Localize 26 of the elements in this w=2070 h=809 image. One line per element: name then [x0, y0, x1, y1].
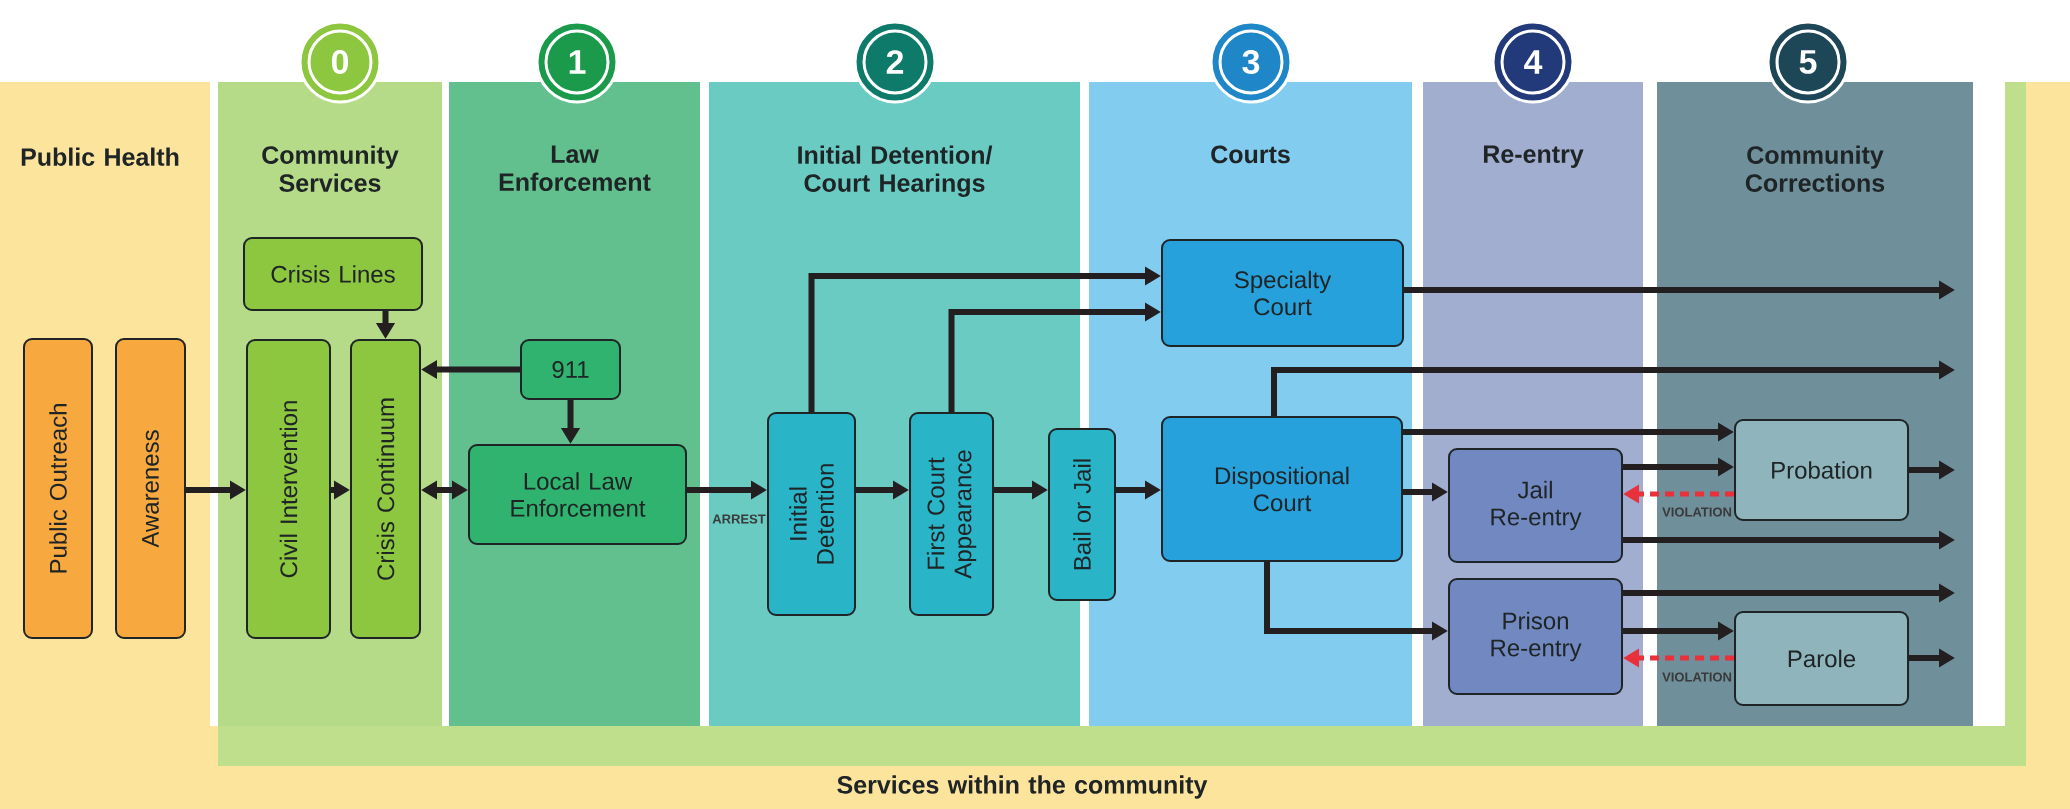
band-heading: Services within the community [837, 775, 1208, 799]
process-box: Bail or Jail [1048, 428, 1116, 601]
edge-label: VIOLATION [1662, 672, 1732, 682]
reentry-box: Jail Re-entry [1448, 448, 1623, 563]
column-heading: Courts [1211, 145, 1290, 164]
process-box: 911 [520, 339, 621, 400]
process-box: Initial Detention [767, 412, 856, 616]
outreach-box: Public Outreach [23, 338, 93, 639]
outreach-box: Awareness [115, 338, 186, 639]
edge-label: VIOLATION [1662, 507, 1732, 517]
corrections-box: Parole [1734, 611, 1909, 706]
column-heading: Community Services [262, 145, 399, 192]
corrections-box: Probation [1734, 419, 1909, 521]
process-box: Local Law Enforcement [468, 444, 687, 545]
service-box: Crisis Continuum [350, 339, 421, 639]
edge-label: ARREST [712, 514, 766, 524]
column-heading: Community Corrections [1745, 145, 1885, 192]
court-box: Specialty Court [1161, 239, 1404, 347]
column-heading: Re-entry [1484, 145, 1584, 168]
court-box: Dispositional Court [1161, 416, 1403, 562]
service-box: Crisis Lines [243, 237, 423, 311]
reentry-box: Prison Re-entry [1448, 578, 1623, 695]
service-box: Civil Intervention [246, 339, 331, 639]
column-heading: Initial Detention/ Court Hearings [798, 145, 993, 197]
process-box: First Court Appearance [909, 412, 994, 616]
column-heading: Law Enforcement [499, 145, 651, 191]
